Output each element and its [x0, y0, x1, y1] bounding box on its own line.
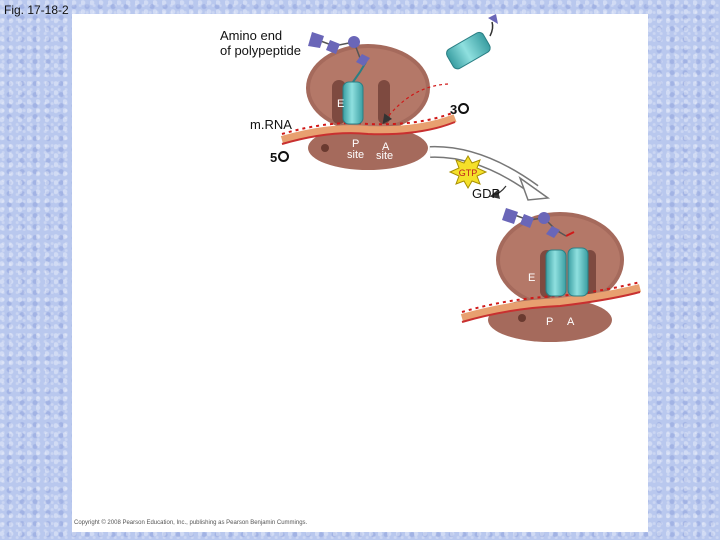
top-a-site-label: A: [382, 141, 390, 153]
incoming-trna: [446, 14, 498, 70]
top-a-site-word: site: [376, 150, 394, 162]
five-prime-label: 5: [270, 150, 290, 165]
prime-circle-icon: [458, 103, 470, 114]
bottom-trna-a-site: [565, 231, 589, 297]
top-mrna-strand: [280, 111, 457, 145]
entry-arrow: [382, 83, 449, 124]
top-p-site-label: P: [352, 138, 360, 150]
bottom-p-site-label: P: [546, 316, 554, 328]
top-p-site-word: site: [347, 149, 365, 161]
transition-arrow: [429, 145, 551, 201]
figure-label: Fig. 17-18-2: [4, 3, 69, 17]
copyright-notice: Copyright © 2008 Pearson Education, Inc.…: [74, 520, 308, 526]
bottom-e-site-label: E: [528, 272, 536, 284]
bottom-polypeptide: [502, 208, 567, 238]
top-e-site-label: E: [337, 98, 345, 110]
bottom-a-site-label: A: [567, 316, 575, 328]
amino-end-label-1: Amino end: [220, 28, 283, 43]
mrna-label: m.RNA: [250, 117, 292, 132]
bottom-e-site-marker: [518, 314, 526, 322]
gtp-badge: GTP: [448, 154, 488, 190]
top-trna-p-site: [342, 61, 367, 125]
gdp-label: GDP: [472, 186, 501, 201]
bottom-trna-p-site: [545, 249, 567, 297]
amino-end-label-2: of polypeptide: [220, 43, 301, 58]
top-polypeptide: [308, 32, 370, 66]
gtp-text: GTP: [459, 168, 478, 178]
prime-circle-icon: [278, 151, 290, 162]
top-e-site-marker: [321, 144, 329, 152]
three-prime-label: 3: [450, 102, 470, 117]
